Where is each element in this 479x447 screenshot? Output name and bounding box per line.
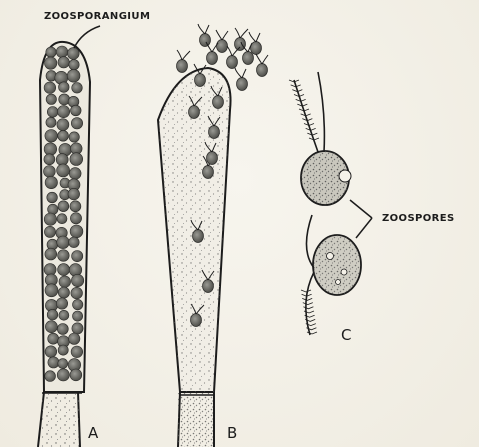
spore [47,192,58,203]
spore [44,154,55,165]
spore [46,117,56,127]
spore [44,143,57,156]
spore [69,59,79,69]
zoospores-c [289,72,361,335]
spore [47,107,58,118]
spore [72,251,83,262]
label-zoospores: ZOOSPORES [382,213,455,224]
zoospores-leader-bottom [356,218,372,238]
label-panel-b: B [227,424,237,442]
label-zoosporangium: ZOOSPORANGIUM [44,11,150,22]
spore [57,369,69,381]
zoospore [256,54,268,77]
spore [70,213,81,224]
spore [45,176,57,188]
spore [44,226,55,237]
zoospore [227,46,241,69]
spore [69,264,82,277]
spore [70,369,82,381]
flagellum-hair [303,303,313,305]
spore [56,298,67,309]
spore [58,250,70,262]
spore [69,237,80,248]
spore [46,94,56,104]
zoospore [235,28,249,51]
spore [48,333,59,344]
spore [68,188,80,200]
spore [72,323,83,334]
flagellum-hair [303,307,313,309]
spore [45,321,57,333]
spore [58,106,70,118]
spore [58,201,69,212]
zoospore [249,32,262,55]
spore [70,225,83,238]
sporangium-a [38,42,90,447]
spore [44,166,56,178]
spore [45,248,57,260]
spore [59,310,69,320]
zoospore [177,50,191,73]
spore [59,276,71,288]
spore [58,287,69,298]
spore [58,359,68,369]
spore [57,164,70,177]
zoospore [194,64,206,87]
spore [67,48,79,60]
spore [45,371,56,382]
spore [48,357,59,368]
spore [44,213,56,225]
flagellum-hair [302,298,312,300]
spore [45,284,58,297]
zoospore [216,30,228,53]
spore [72,83,83,94]
spore [67,69,80,82]
sporangium-b [158,24,268,447]
spore [58,345,68,355]
zoospore [206,42,218,65]
spore [71,287,83,299]
spore [57,324,68,335]
spore [58,264,70,276]
zoospore [198,24,211,47]
zoospores-leader-top [350,200,372,218]
spore [69,132,79,142]
spore [73,299,83,309]
zoosporangium-leader [74,26,100,48]
spore [45,346,57,358]
flagellum-hair [301,290,311,292]
spore [71,118,82,129]
flagellum-hair [307,332,317,334]
label-panel-a: A [88,424,98,442]
spore [46,47,56,57]
spore [59,82,70,93]
tinsel-hairs-lower [301,290,317,334]
spore [45,57,57,69]
spore [45,130,58,143]
spore [58,130,69,141]
spore [44,82,56,94]
spore [57,236,70,249]
spore [71,274,83,286]
spore [47,309,58,320]
spore [69,168,81,180]
zoospore [235,68,248,91]
spore [73,311,83,321]
spore [71,346,83,358]
spore [57,119,69,131]
spore [56,46,68,58]
spore [58,57,69,68]
spore [69,333,80,344]
label-panel-c: C [341,326,351,344]
spore [57,214,67,224]
spore [71,105,82,116]
spore [70,153,83,166]
spore [70,201,81,212]
